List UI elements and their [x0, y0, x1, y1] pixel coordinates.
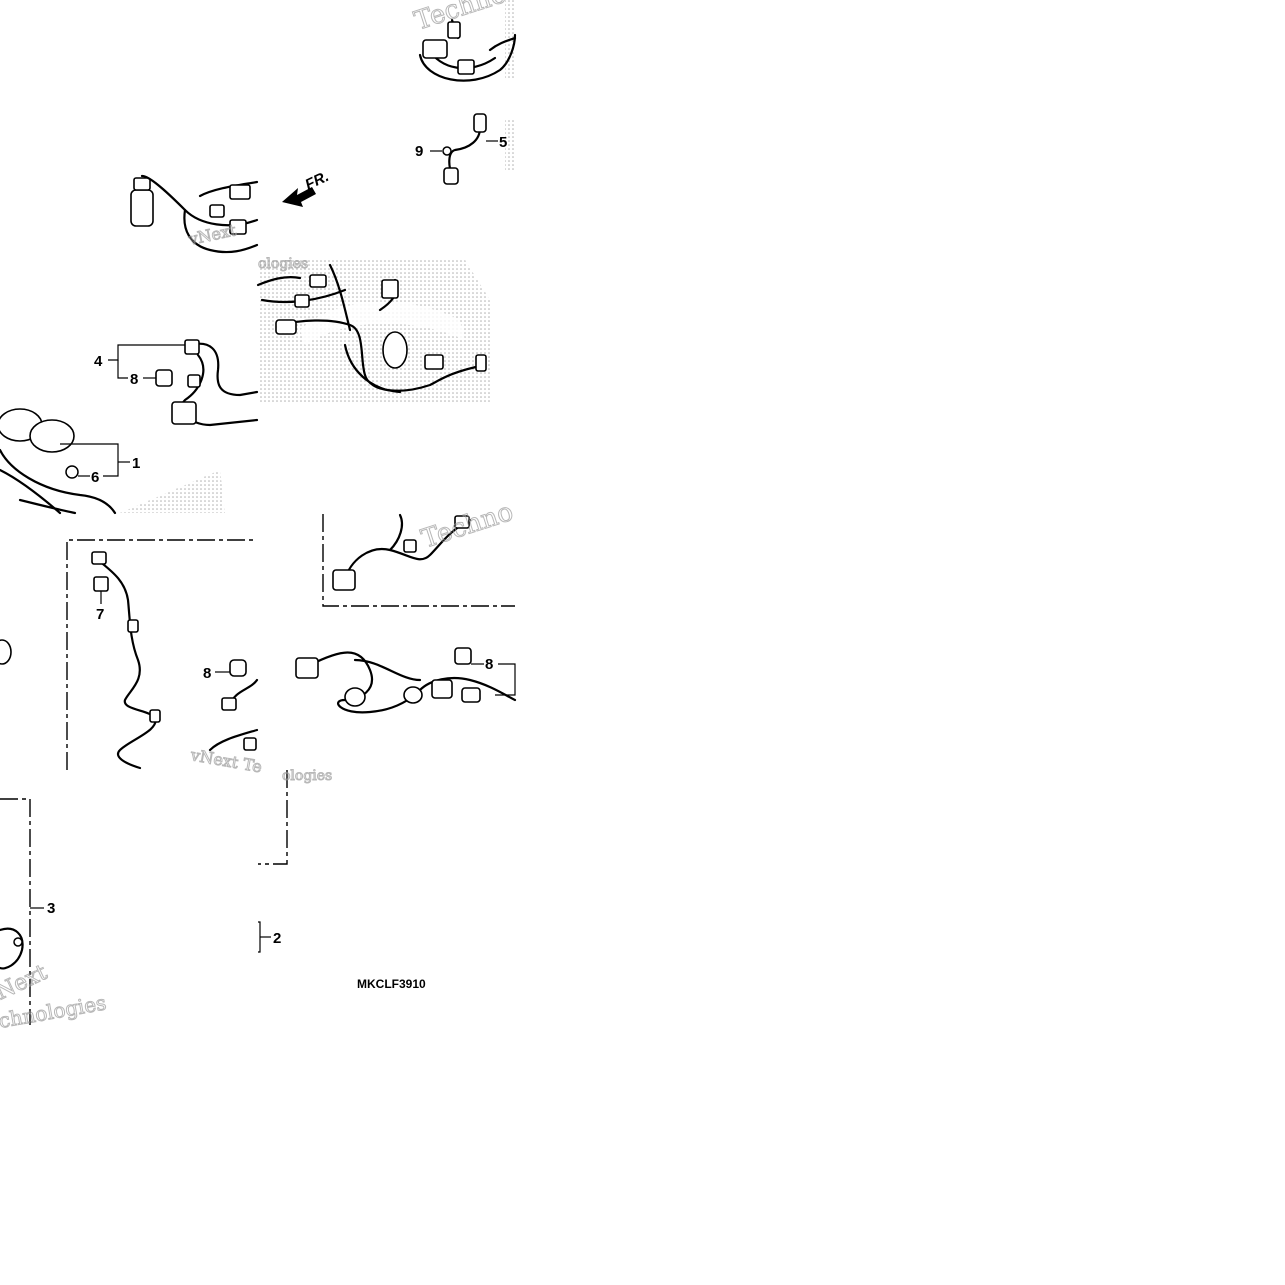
- watermark-3: ologies: [258, 256, 308, 272]
- part-label-2: 2: [273, 930, 281, 947]
- watermarks: Techno vNext ologies Techno vNext Te olo…: [0, 0, 517, 1033]
- part-2-bracket: 2: [258, 770, 288, 953]
- part-label-1: 1: [132, 455, 140, 472]
- part-label-7: 7: [96, 606, 104, 623]
- reservoir-harness-tile: [130, 174, 259, 254]
- harness-top-tile: [418, 0, 517, 82]
- part-label-8-right: 8: [485, 656, 493, 673]
- part-label-9: 9: [415, 143, 423, 160]
- part-label-8-lower: 8: [203, 665, 211, 682]
- diagram-code: MKCLF3910: [357, 977, 426, 991]
- watermark-2: vNext: [186, 220, 238, 249]
- part-label-4: 4: [94, 353, 103, 370]
- front-direction-marker: FR.: [282, 168, 332, 207]
- watermark-6: ologies: [282, 768, 332, 784]
- part-2-harness: 8: [295, 647, 517, 714]
- part-4-harness: 4 8: [94, 339, 259, 427]
- part-label-6: 6: [91, 469, 99, 486]
- front-direction-label: FR.: [303, 168, 332, 194]
- part-label-3: 3: [47, 900, 55, 917]
- part-1-harness: 1 6: [0, 408, 225, 515]
- part-label-5: 5: [499, 134, 507, 151]
- watermark-4: Techno: [418, 497, 517, 555]
- main-harness-tile: [256, 260, 490, 403]
- part-label-8-upper: 8: [130, 371, 138, 388]
- part-3-harness: 3: [0, 798, 55, 1025]
- right-inset-harness: [322, 513, 515, 607]
- part-7-harness: 7 8: [0, 539, 259, 770]
- sensor-lead-group: 5 9: [415, 113, 515, 185]
